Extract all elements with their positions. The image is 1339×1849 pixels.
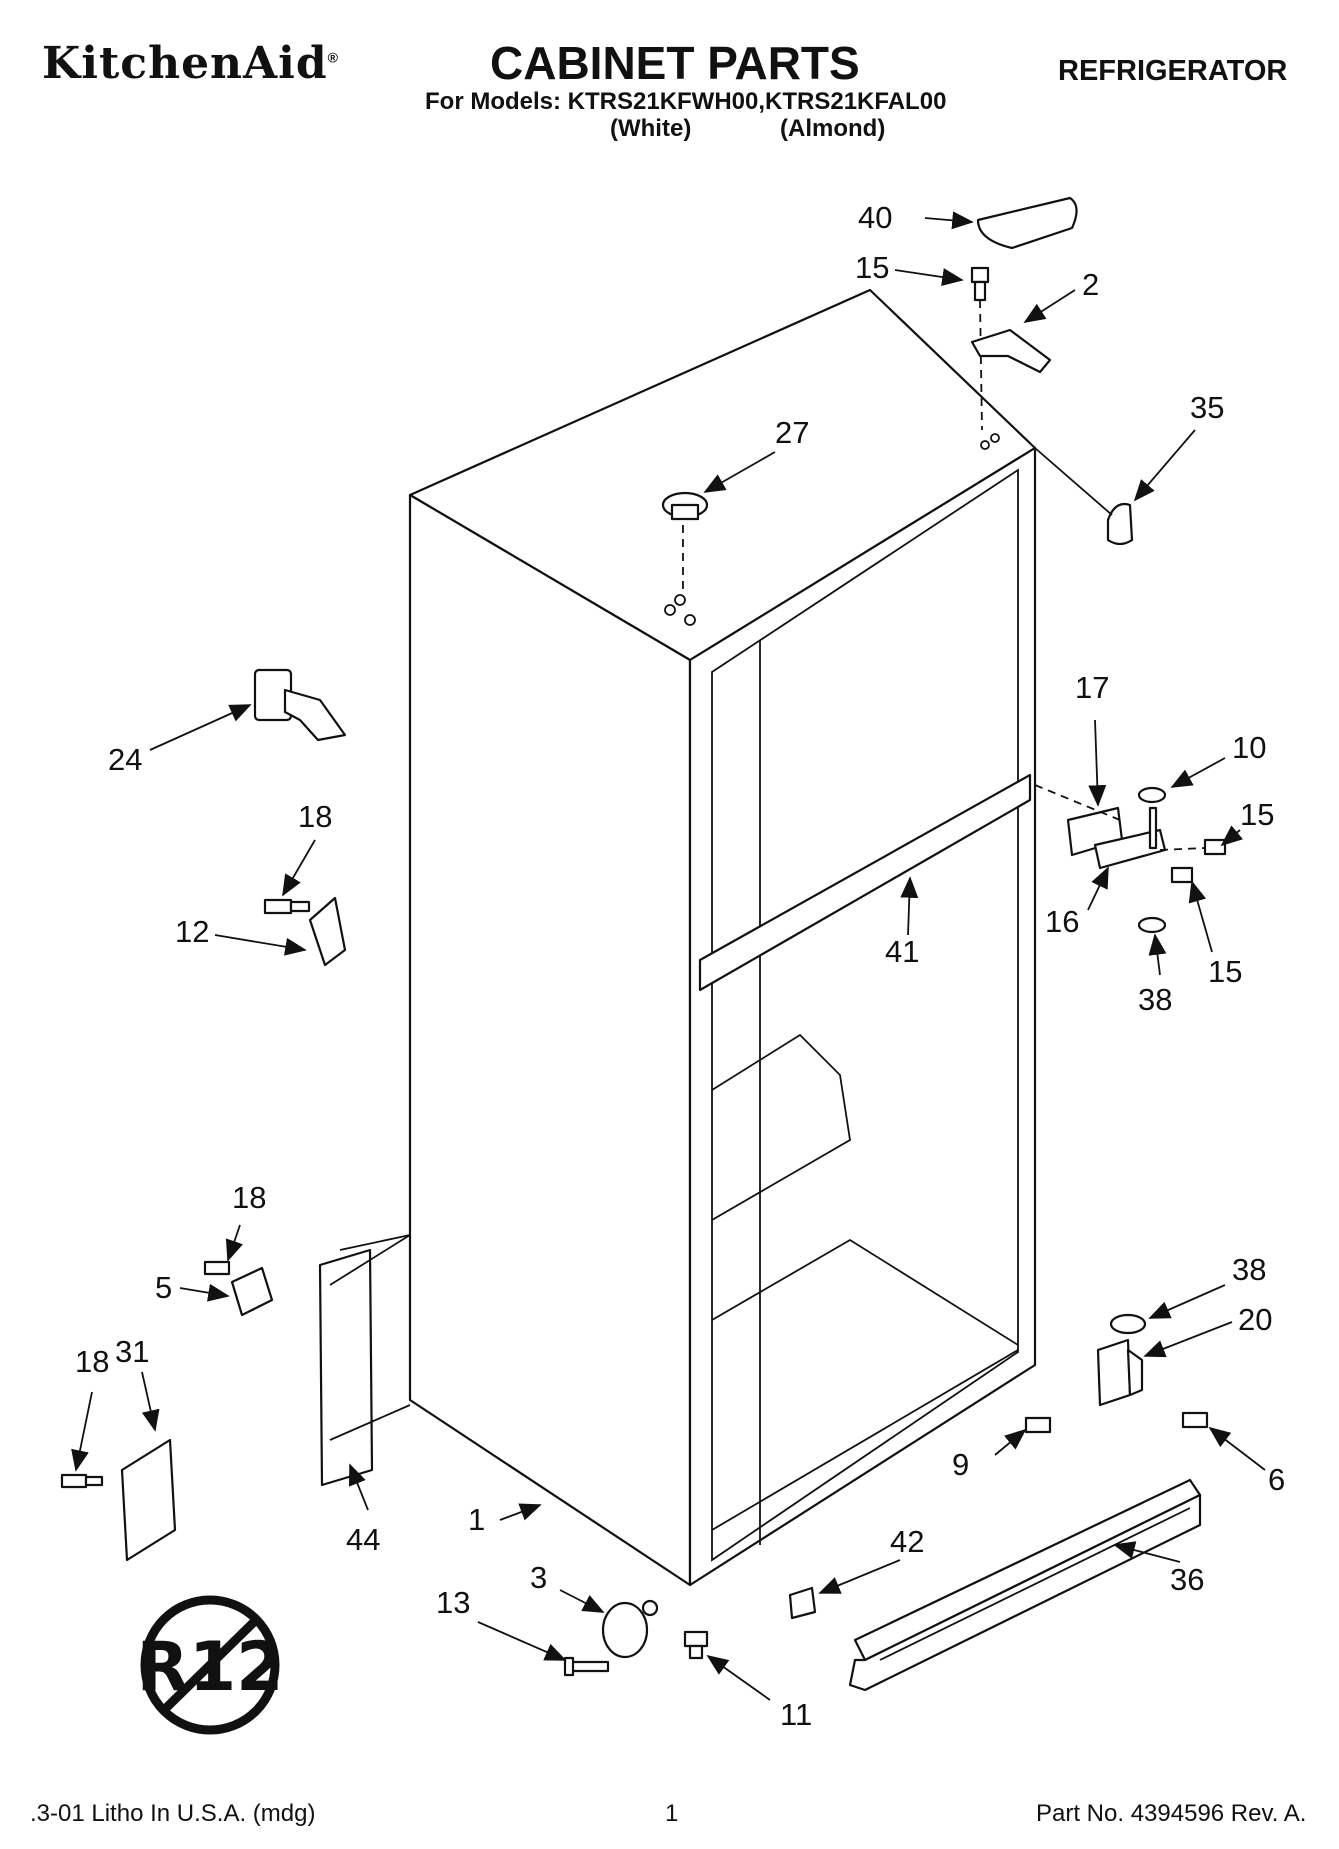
product-category: REFRIGERATOR [1058, 55, 1288, 87]
no-r12-icon: R12 [137, 1595, 284, 1735]
part-31-cover [120, 1438, 177, 1562]
callout-1: 1 [468, 1502, 485, 1537]
callout-17: 17 [1075, 670, 1109, 705]
page-title: CABINET PARTS [490, 37, 860, 89]
leader-lines [71, 211, 1266, 1701]
callout-3: 3 [530, 1560, 547, 1595]
part-5-clip [230, 1266, 274, 1317]
callout-31: 31 [115, 1334, 149, 1369]
center-hinge-assembly [1034, 784, 1227, 934]
part-27-plug [661, 491, 709, 590]
footer-litho: .3-01 Litho In U.S.A. (mdg) [30, 1800, 316, 1827]
callout-15-mid: 15 [1240, 797, 1274, 832]
callout-13: 13 [436, 1585, 470, 1620]
callout-11: 11 [780, 1697, 812, 1732]
part-3-roller [601, 1599, 659, 1659]
callout-41: 41 [885, 934, 919, 969]
callout-labels: 40 15 2 35 27 24 18 12 17 10 15 16 41 15… [75, 200, 1285, 1732]
part-35-shim [1106, 502, 1134, 546]
part-42-clip [788, 1586, 817, 1620]
callout-2: 2 [1082, 267, 1099, 302]
callout-44: 44 [346, 1522, 380, 1557]
page-number: 1 [665, 1800, 679, 1827]
part-2-top-hinge [970, 328, 1052, 374]
callout-42: 42 [890, 1524, 924, 1559]
callout-15-low: 15 [1208, 954, 1242, 989]
part-number: Part No. 4394596 Rev. A. [1036, 1800, 1307, 1827]
callout-5: 5 [155, 1270, 172, 1305]
part-18-screw-c [60, 1473, 104, 1489]
callout-24: 24 [108, 742, 142, 777]
part-13-pin [563, 1656, 610, 1677]
callout-18-low: 18 [75, 1344, 109, 1379]
callout-9: 9 [952, 1447, 969, 1482]
models-line: For Models: KTRS21KFWH00,KTRS21KFAL00 [425, 88, 947, 115]
callout-18-upper: 18 [298, 799, 332, 834]
brand-name: KitchenAid [42, 38, 328, 89]
callout-18-mid: 18 [232, 1180, 266, 1215]
callout-38-upper: 38 [1138, 982, 1172, 1017]
part-36-grille [848, 1478, 1202, 1692]
part-40-hinge-cover [976, 196, 1078, 250]
callout-20: 20 [1238, 1302, 1272, 1337]
callout-38-lower: 38 [1232, 1252, 1266, 1287]
part-18-screw-b [203, 1260, 231, 1276]
part-11-screw [683, 1630, 709, 1660]
part-12-bracket [308, 896, 347, 967]
part-44-hinge-bracket [318, 1234, 411, 1487]
part-24-door-stop [253, 668, 347, 742]
callout-12: 12 [175, 914, 209, 949]
variant-almond: (Almond) [780, 115, 886, 142]
part-15-screw-top [970, 266, 990, 302]
bottom-hinge-assembly [1024, 1313, 1209, 1434]
brand-mark: ® [327, 49, 339, 66]
callout-40: 40 [858, 200, 892, 235]
callout-6: 6 [1268, 1462, 1285, 1497]
brand-logo: KitchenAid® [42, 38, 339, 89]
callout-35: 35 [1190, 390, 1224, 425]
callout-27: 27 [775, 415, 809, 450]
cabinet-body [408, 288, 1037, 1587]
callout-15-top: 15 [855, 250, 889, 285]
part-18-screw-a [263, 898, 311, 915]
callout-36: 36 [1170, 1562, 1204, 1597]
callout-10: 10 [1232, 730, 1266, 765]
variant-white: (White) [610, 115, 692, 142]
callout-16: 16 [1045, 904, 1079, 939]
